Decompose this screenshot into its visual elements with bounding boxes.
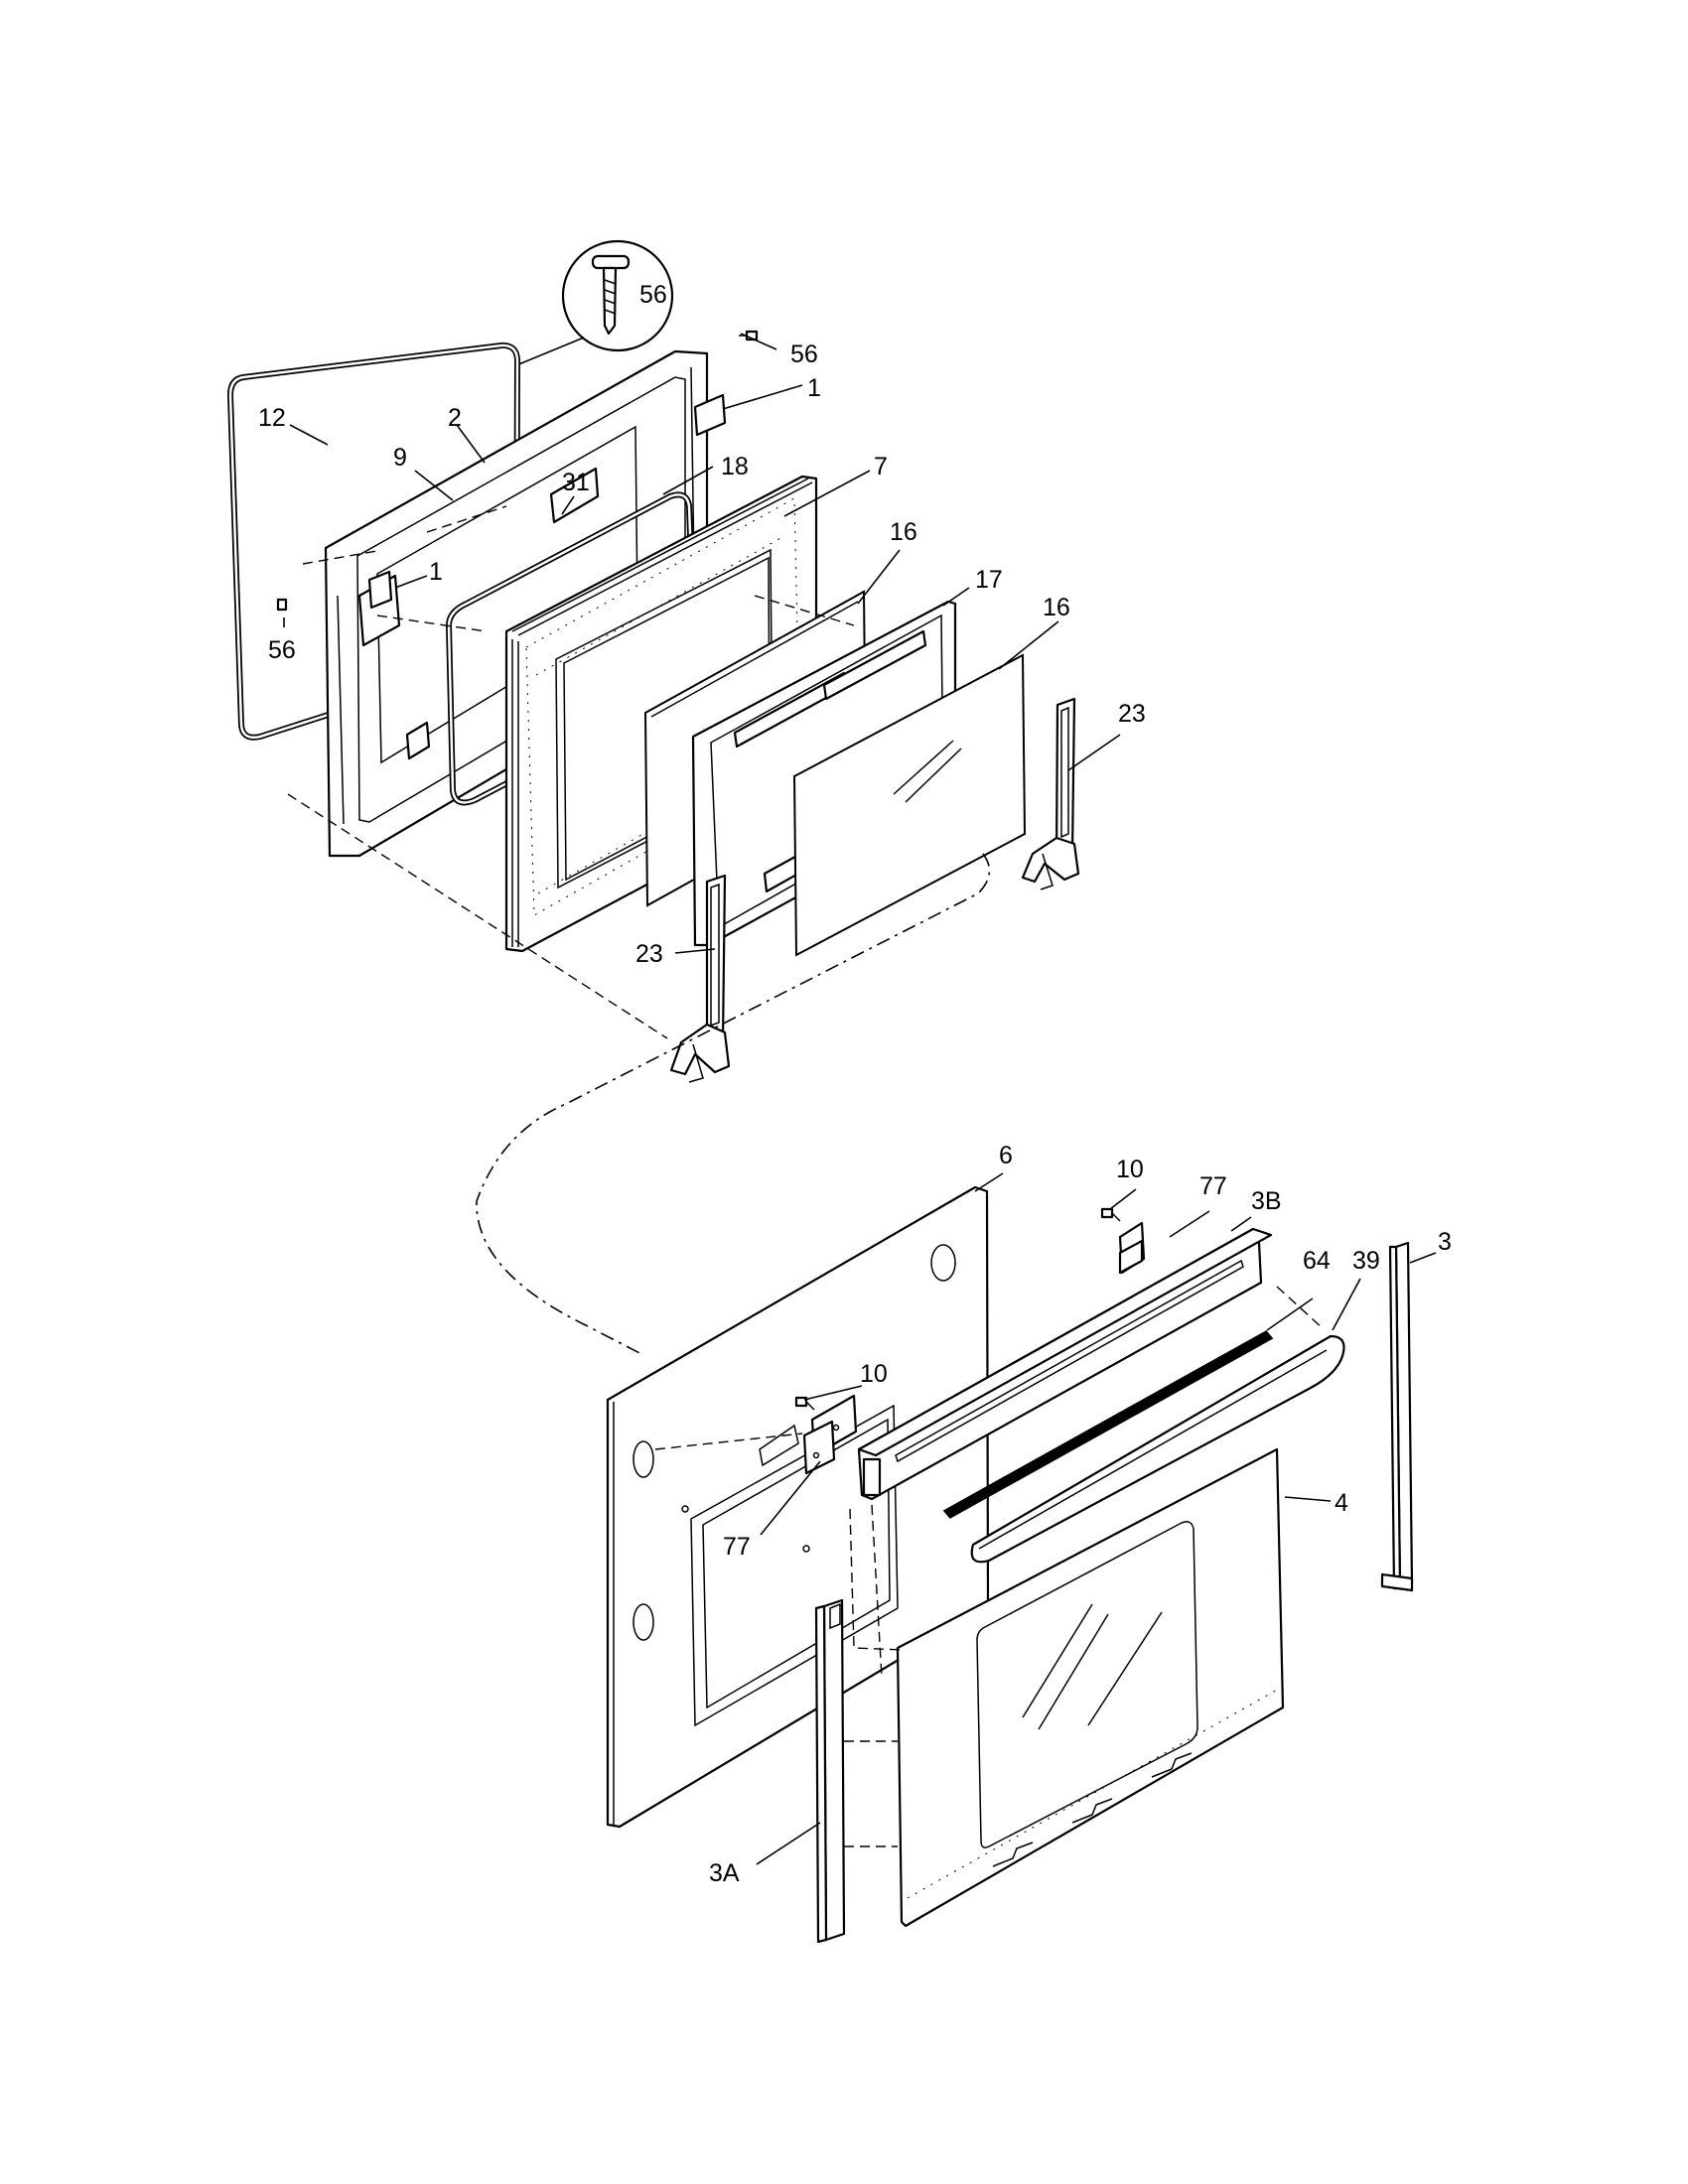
door-hinge-left	[669, 874, 731, 1083]
callout-16-b: 16	[1043, 594, 1070, 621]
callout-31: 31	[562, 469, 590, 496]
door-hinge-right	[1021, 697, 1080, 890]
callout-18: 18	[721, 453, 749, 480]
hinge-receptacle-mid	[802, 1394, 858, 1475]
callout-2: 2	[448, 404, 462, 432]
hinge-bracket-top	[693, 393, 727, 437]
hinge-receptacle-top	[1118, 1221, 1146, 1275]
side-trim-left	[814, 1598, 846, 1944]
callout-9: 9	[393, 444, 407, 472]
handle-gasket-strip	[942, 1330, 1274, 1519]
hinge-bracket-left	[367, 570, 393, 610]
callout-56-detail: 56	[639, 281, 667, 309]
callout-7: 7	[874, 453, 888, 480]
callout-3B: 3B	[1251, 1187, 1282, 1215]
outer-door-glass	[896, 1447, 1285, 1928]
side-trim-right	[1380, 1241, 1414, 1592]
callout-10-mid: 10	[860, 1360, 888, 1388]
handle-mount-channel	[857, 1227, 1273, 1501]
callout-64: 64	[1303, 1247, 1331, 1275]
callout-23-left: 23	[635, 940, 663, 968]
leader-lines	[283, 333, 1437, 1865]
callout-1-left: 1	[429, 558, 443, 586]
callout-39: 39	[1352, 1247, 1380, 1275]
callout-1-top: 1	[807, 374, 821, 402]
callout-56-left: 56	[268, 636, 296, 664]
glass-panel-outer	[792, 653, 1027, 957]
screw-hinge-mid	[794, 1396, 815, 1411]
callout-3A: 3A	[709, 1859, 740, 1887]
callout-16-a: 16	[890, 518, 917, 546]
callout-10-top: 10	[1116, 1156, 1144, 1183]
screw-detail-circle	[515, 239, 674, 366]
callout-3: 3	[1438, 1228, 1452, 1256]
callout-12: 12	[258, 404, 286, 432]
callout-77-mid: 77	[723, 1533, 751, 1561]
callout-23-right: 23	[1118, 700, 1146, 728]
callout-56-top: 56	[790, 341, 818, 368]
screw-top	[739, 330, 759, 341]
callout-6: 6	[999, 1142, 1013, 1169]
callout-17: 17	[975, 566, 1003, 594]
callout-77-top: 77	[1199, 1172, 1227, 1200]
callout-4: 4	[1335, 1489, 1348, 1517]
door-handle	[970, 1334, 1345, 1564]
screw-left	[276, 598, 288, 612]
screw-hinge-top	[1100, 1207, 1121, 1222]
